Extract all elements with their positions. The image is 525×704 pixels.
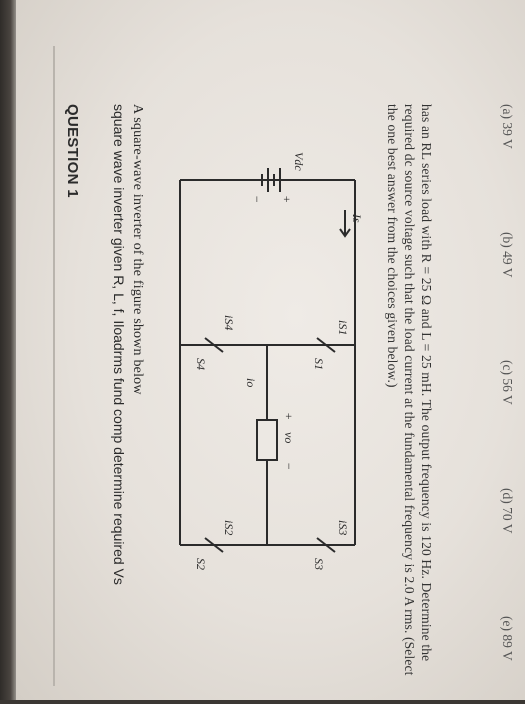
- inverter-circuit-diagram: Vdc + − Is S1 S2 S3 S4 iS1 iS2 iS3 iS4 v…: [179, 152, 364, 570]
- source-label: Vdc: [292, 152, 306, 171]
- input-current-label: Is: [350, 213, 364, 223]
- choice-a[interactable]: (a) 39 V: [500, 104, 515, 149]
- source-plus: +: [280, 195, 294, 203]
- header-rule: [53, 46, 55, 686]
- answer-choices: (a) 39 V (b) 49 V (c) 56 V (d) 70 V (e) …: [493, 104, 515, 704]
- load-box: [256, 419, 278, 461]
- source-minus: −: [250, 195, 264, 203]
- choice-e[interactable]: (e) 89 V: [500, 616, 515, 661]
- choice-d[interactable]: (d) 70 V: [500, 488, 515, 534]
- switch-current-label-is2: iS2: [222, 520, 236, 535]
- switch-current-label-is4: iS4: [222, 315, 236, 330]
- question-title: QUESTION 1: [64, 104, 81, 198]
- output-voltage-label: vo: [282, 432, 296, 443]
- input-current-arrowhead: [339, 228, 351, 238]
- question-subtitle: A square-wave inverter of the figure sho…: [130, 104, 145, 395]
- paper-sheet: [16, 0, 525, 700]
- switch-s1-mark: [316, 337, 336, 353]
- switch-s2-mark: [204, 537, 224, 553]
- output-plus: +: [282, 412, 296, 420]
- switch-label-s2: S2: [194, 558, 208, 570]
- switch-label-s4: S4: [194, 358, 208, 370]
- question-body: has an RL series load with R = 25 Ω and …: [385, 104, 434, 676]
- switch-current-label-is3: iS3: [336, 520, 350, 535]
- switch-label-s3: S3: [312, 558, 326, 570]
- choice-b[interactable]: (b) 49 V: [500, 232, 515, 278]
- output-minus: −: [282, 462, 296, 470]
- switch-label-s1: S1: [312, 358, 326, 370]
- output-current-label: io: [244, 378, 258, 387]
- switch-s3-mark: [316, 537, 336, 553]
- switch-s4-mark: [204, 337, 224, 353]
- choice-c[interactable]: (c) 56 V: [500, 360, 515, 405]
- switch-current-label-is1: iS1: [336, 320, 350, 335]
- question-prompt: square wave inverter given R, L, f, Iloa…: [111, 104, 127, 585]
